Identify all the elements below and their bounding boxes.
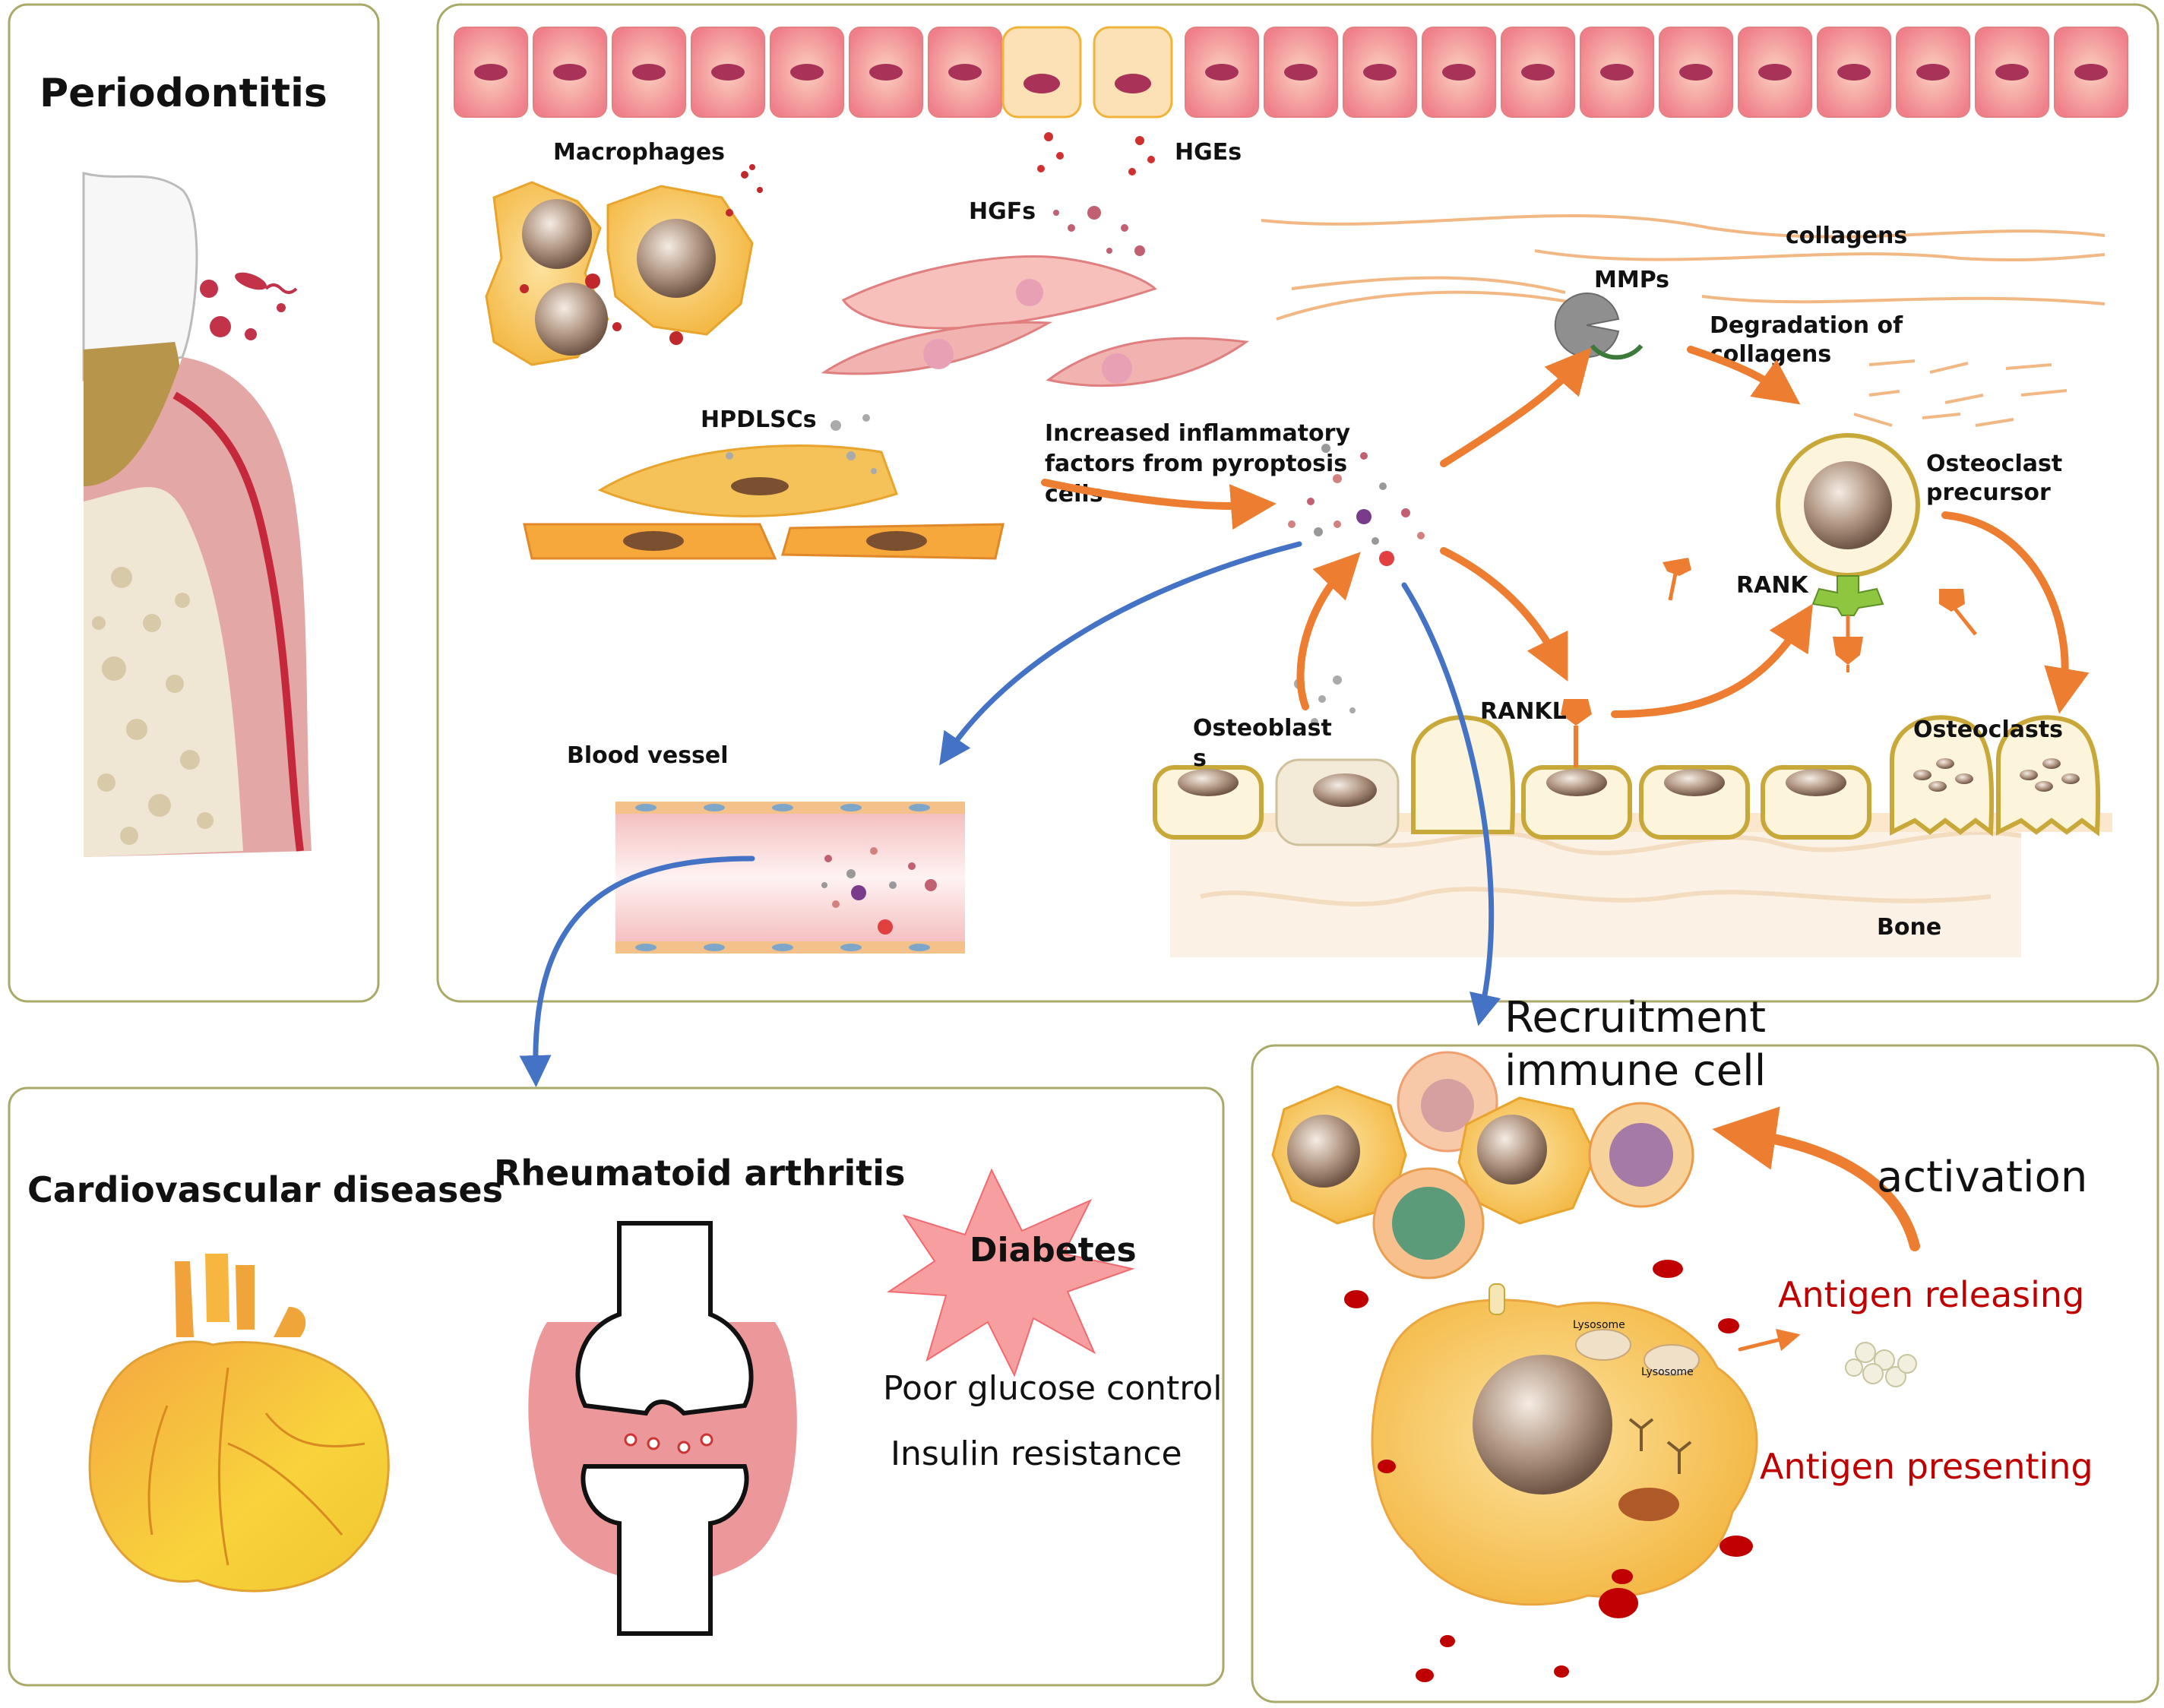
- antigen-releasing-label: Antigen releasing: [1778, 1274, 2084, 1315]
- osteoblasts-row: [1153, 675, 1871, 846]
- osteoblasts-label: Osteoblast s: [1193, 715, 1332, 772]
- antigen-presenting-label: Antigen presenting: [1760, 1446, 2093, 1487]
- rheumatoid-label: Rheumatoid arthritis: [494, 1153, 905, 1194]
- svg-text:Osteoclast: Osteoclast: [1926, 451, 2062, 477]
- macrophages-cluster: [485, 164, 763, 366]
- macrophages-label: Macrophages: [553, 139, 725, 166]
- rankl-on-osteoblast: [1561, 699, 1592, 767]
- mechanism-panel: [436, 3, 2159, 1003]
- poor-glucose-label: Poor glucose control: [883, 1369, 1223, 1408]
- heart-illustration: [88, 1254, 390, 1593]
- knee-joint-illustration: [528, 1221, 797, 1636]
- released-antigen-cluster: [1845, 1342, 1917, 1387]
- svg-text:Degradation of: Degradation of: [1710, 312, 1903, 339]
- immune-panel: [1251, 1044, 2159, 1703]
- svg-text:Increased inflammatory: Increased inflammatory: [1045, 420, 1350, 447]
- lysosome-label-1: Lysosome: [1573, 1319, 1625, 1331]
- rank-receptor: [1811, 575, 1884, 672]
- immune-cells-cluster: [1271, 1051, 1694, 1279]
- inflammatory-factors-dots: [1288, 444, 1425, 566]
- periodontitis-title: Periodontitis: [40, 71, 327, 116]
- diabetes-burst: [886, 1168, 1135, 1377]
- recruitment-label: Recruitment immune cell: [1504, 993, 1766, 1096]
- rankl-label: RANKL: [1480, 698, 1567, 725]
- lysosome-label-2: Lysosome: [1641, 1366, 1694, 1378]
- svg-text:immune cell: immune cell: [1504, 1046, 1766, 1096]
- orange-arrows: [1041, 346, 2090, 1352]
- periodontitis-panel: [8, 3, 380, 1003]
- antigen-presenting-cell: [1344, 1260, 1758, 1682]
- insulin-resistance-label: Insulin resistance: [891, 1434, 1182, 1473]
- svg-text:s: s: [1193, 745, 1207, 772]
- cardiovascular-label: Cardiovascular diseases: [27, 1169, 503, 1210]
- collagen-fibers: [1261, 214, 2105, 427]
- diabetes-label: Diabetes: [970, 1231, 1137, 1270]
- hges-label: HGEs: [1175, 139, 1242, 166]
- svg-text:Recruitment: Recruitment: [1504, 993, 1766, 1042]
- osteoclasts-label: Osteoclasts: [1913, 716, 2063, 743]
- mmps-label: MMPs: [1594, 267, 1669, 293]
- svg-text:factors from pyroptosis: factors from pyroptosis: [1045, 451, 1347, 477]
- hgfs-label: HGFs: [969, 198, 1036, 225]
- activation-label: activation: [1877, 1153, 2087, 1202]
- bone-label: Bone: [1877, 914, 1941, 941]
- systemic-diseases-panel: [8, 1086, 1225, 1687]
- osteoclasts-row: [1890, 715, 2101, 837]
- free-rankl-molecules: [1663, 558, 1977, 636]
- svg-text:precursor: precursor: [1926, 479, 2051, 506]
- blood-vessel-label: Blood vessel: [567, 742, 729, 769]
- tooth-illustration: [82, 172, 312, 857]
- hpdlscs-label: HPDLSCs: [701, 406, 817, 433]
- blue-arrows: [519, 541, 1501, 1087]
- blood-vessel: [615, 802, 965, 954]
- collagens-label: collagens: [1786, 223, 1907, 249]
- rank-label: RANK: [1736, 572, 1809, 599]
- hpdlscs-cells: [523, 414, 1004, 560]
- mmps-enzyme: [1554, 293, 1644, 360]
- degradation-label: Degradation of collagens: [1710, 312, 1903, 368]
- osteoclast-precursor: [1776, 433, 1920, 577]
- osteoclast-precursor-label: Osteoclast precursor: [1926, 451, 2062, 506]
- svg-text:Osteoblast: Osteoblast: [1193, 715, 1332, 742]
- gingival-epithelium: [454, 26, 2128, 176]
- hgfs-fibroblasts: [821, 206, 1250, 387]
